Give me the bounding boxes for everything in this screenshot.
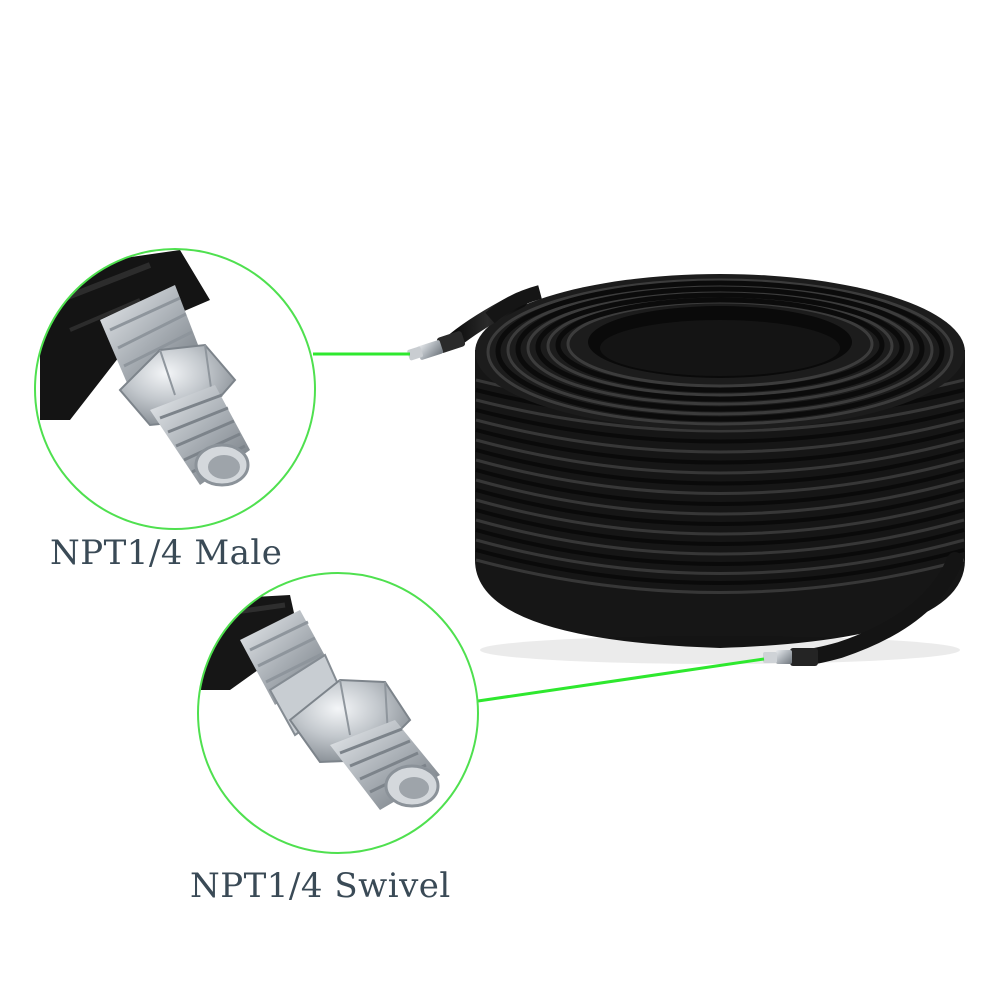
male-zoom-ring [34,248,316,530]
callout-line-swivel [477,657,765,703]
swivel-zoom-ring [197,572,479,854]
male-fitting-small [407,331,466,361]
male-fitting-zoom [34,248,316,530]
male-fitting-label: NPT1/4 Male [50,533,283,573]
swivel-fitting-label: NPT1/4 Swivel [190,866,451,906]
swivel-fitting-zoom [197,572,479,854]
swivel-fitting-small [763,648,818,666]
coiled-hose [407,274,965,666]
